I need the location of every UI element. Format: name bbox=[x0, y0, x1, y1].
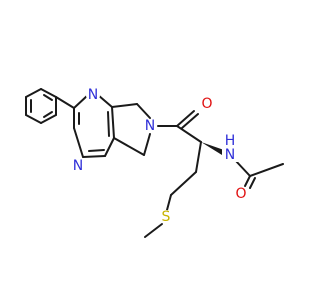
atom-n-ring-bottom: N bbox=[71, 158, 85, 174]
molecule-diagram: N N N O H N O S bbox=[25, 87, 284, 238]
atom-label-h: H bbox=[225, 133, 236, 149]
bond-phenyl-pyrimidine bbox=[55, 96, 75, 109]
atom-label: O bbox=[201, 96, 212, 112]
bond-acetyl-methyl bbox=[249, 163, 284, 177]
atom-label: N bbox=[73, 158, 83, 174]
bond-co-upper bbox=[176, 110, 195, 127]
atom-n-ring-top: N bbox=[86, 87, 100, 103]
atom-label: S bbox=[162, 209, 171, 225]
bond-acetyl-o-2 bbox=[249, 177, 256, 189]
bond-alpha-beta bbox=[195, 141, 202, 173]
bond-s-methyl bbox=[144, 223, 163, 238]
pyrimidine-ring bbox=[73, 94, 115, 158]
bond-co-lower bbox=[181, 113, 199, 129]
atom-label: N bbox=[88, 87, 98, 103]
bond-gamma-s bbox=[166, 194, 172, 211]
bond-acetyl-o-1 bbox=[244, 175, 251, 187]
atom-n-pyrroline: N bbox=[143, 118, 157, 134]
atom-o-ketone: O bbox=[200, 96, 214, 112]
atom-label: N bbox=[145, 118, 155, 134]
bond-beta-gamma bbox=[170, 171, 197, 196]
atom-s-thioether: S bbox=[159, 209, 173, 225]
atom-o-acetyl: O bbox=[234, 186, 248, 202]
phenyl-ring bbox=[25, 88, 57, 124]
bond-nh-acetyl bbox=[234, 159, 251, 177]
stereo-wedge-bond bbox=[201, 142, 224, 155]
bond-carbonyl-alpha bbox=[176, 125, 202, 143]
atom-nh-amide: H N bbox=[222, 133, 238, 163]
atom-label-n: N bbox=[225, 147, 235, 163]
pyrroline-ring bbox=[111, 103, 151, 156]
atom-label: O bbox=[235, 186, 246, 202]
